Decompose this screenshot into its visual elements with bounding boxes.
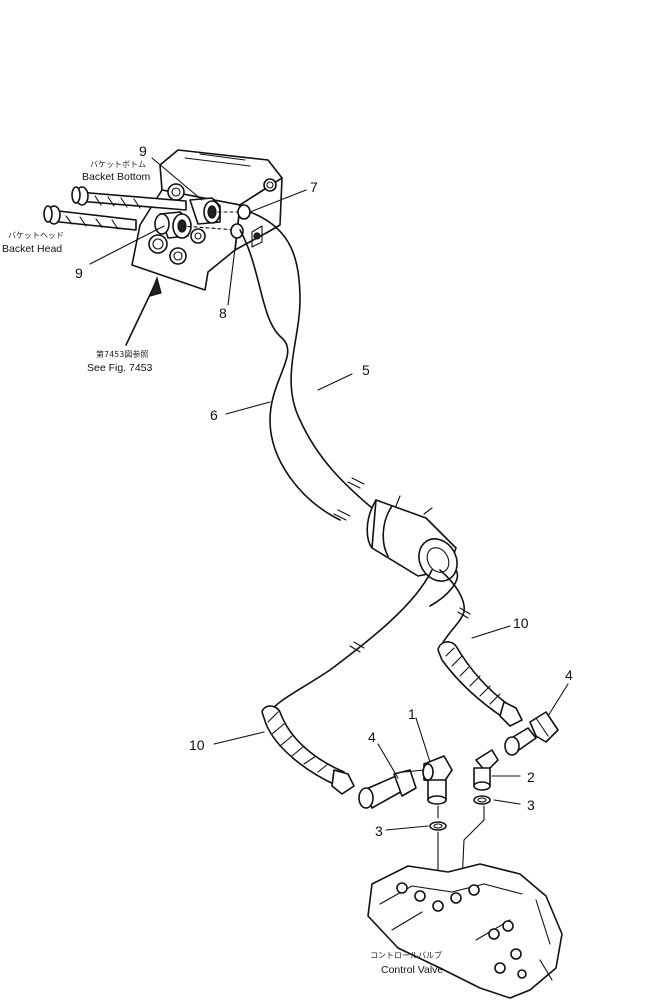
callout-9-bottom: 9 <box>75 265 83 281</box>
callout-7: 7 <box>310 179 318 195</box>
label-bucket-head-jp: バケットヘッド <box>8 231 64 240</box>
elbow-4-left <box>358 769 417 809</box>
o-ring-7 <box>237 204 251 220</box>
hose-10-left <box>261 705 355 795</box>
see-fig-arrow <box>125 276 162 346</box>
break-marks <box>333 477 365 521</box>
port-connectors <box>154 197 245 239</box>
callout-8: 8 <box>219 305 227 321</box>
callout-9-top: 9 <box>139 143 147 159</box>
label-bucket-bottom: Backet Bottom <box>82 171 151 183</box>
label-bucket-bottom-jp: バケットボトム <box>90 160 146 169</box>
callout-numbers: 9 9 7 8 5 6 10 10 4 4 1 2 3 3 <box>75 143 573 839</box>
label-control-valve-jp: コントロールバルブ <box>370 950 442 960</box>
label-see-fig: See Fig. 7453 <box>87 362 153 374</box>
text-labels: バケットボトム Backet Bottom バケットヘッド Backet Hea… <box>2 160 443 976</box>
control-valve <box>367 863 563 999</box>
elbow-2 <box>473 749 499 791</box>
callout-4-left: 4 <box>368 729 376 745</box>
hose-6 <box>239 229 341 521</box>
callout-10-left: 10 <box>189 737 205 753</box>
mounting-bolts <box>43 186 187 231</box>
callout-5: 5 <box>362 362 370 378</box>
pipe-lines <box>269 569 471 713</box>
o-ring-8 <box>230 223 244 239</box>
callout-10-right: 10 <box>513 615 529 631</box>
elbow-4-right <box>504 711 559 756</box>
callout-3-left: 3 <box>375 823 383 839</box>
o-ring-3-left <box>429 821 447 831</box>
pipe-clamp <box>366 495 458 582</box>
o-ring-3-right <box>473 795 491 805</box>
callout-6: 6 <box>210 407 218 423</box>
elbow-1 <box>403 755 453 805</box>
callout-1: 1 <box>408 706 416 722</box>
label-control-valve: Control Valve <box>381 964 443 976</box>
label-bucket-head: Backet Head <box>2 243 62 255</box>
hose-10-right <box>437 641 523 727</box>
callout-3-right: 3 <box>527 797 535 813</box>
label-see-fig-jp: 第7453図参照 <box>96 349 148 359</box>
callout-4-right: 4 <box>565 667 573 683</box>
leader-lines <box>89 157 569 831</box>
callout-2: 2 <box>527 769 535 785</box>
